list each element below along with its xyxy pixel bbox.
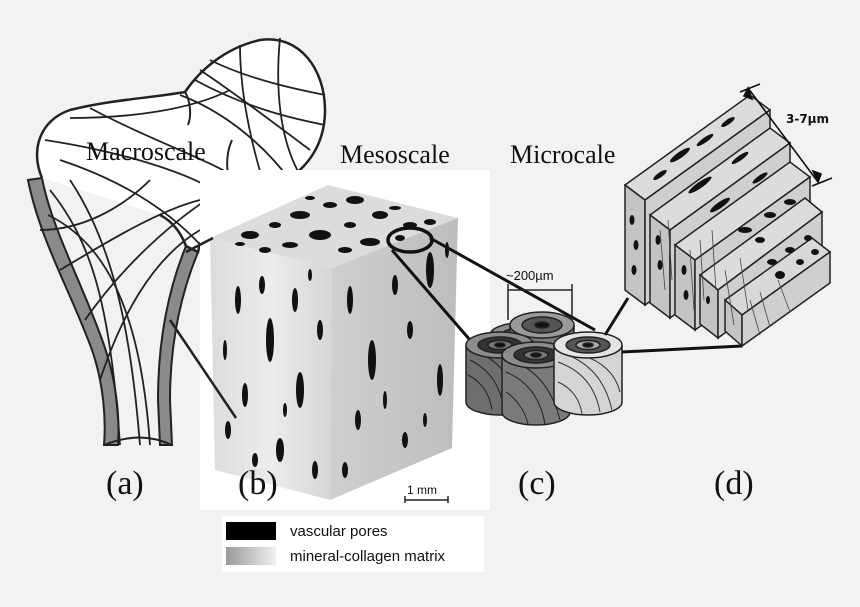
femur-cortex-right [156, 244, 200, 446]
microscale-title: Microcale [510, 140, 615, 169]
scale-bar: 1 mm [404, 483, 449, 503]
connector-cube-to-osteons [390, 236, 596, 341]
cube-top-face [210, 185, 458, 268]
mesoscale-title: Mesoscale [340, 140, 450, 169]
panel-label-b: (b) [238, 465, 278, 502]
macroscale-title: Macroscale [86, 137, 206, 166]
legend-label-pores: vascular pores [290, 523, 388, 540]
legend-swatch-pores [226, 522, 276, 540]
lamella-size-label: 3-7µm [786, 112, 829, 126]
vascular-pores-side [342, 242, 449, 478]
lamellae-lacunae [629, 116, 819, 304]
panel-label-d: (d) [714, 465, 754, 502]
lamella-size-bracket [739, 83, 833, 187]
legend-swatch-matrix [226, 547, 276, 565]
connector-osteon-to-lamellae [603, 297, 743, 354]
osteon-bundle [465, 284, 623, 426]
mesoscale-cube [200, 170, 490, 510]
scale-bar-label: 1 mm [407, 483, 437, 497]
panel-label-c: (c) [518, 465, 556, 502]
connector-femur-to-cube [168, 236, 238, 419]
vascular-pores-front [223, 269, 323, 479]
osteon-size-label: ~200µm [506, 268, 554, 283]
cube-front-face [210, 238, 332, 500]
legend-label-matrix: mineral-collagen matrix [290, 548, 446, 565]
legend: vascular pores mineral-collagen matrix [222, 516, 484, 572]
osteon-size-bracket [507, 284, 573, 320]
panel-label-a: (a) [106, 465, 144, 502]
femur-cortex-left [26, 176, 120, 446]
femur-macroscale [26, 37, 327, 446]
lamellae-fibril-lines [659, 219, 791, 336]
lamellae-stack [623, 94, 832, 348]
